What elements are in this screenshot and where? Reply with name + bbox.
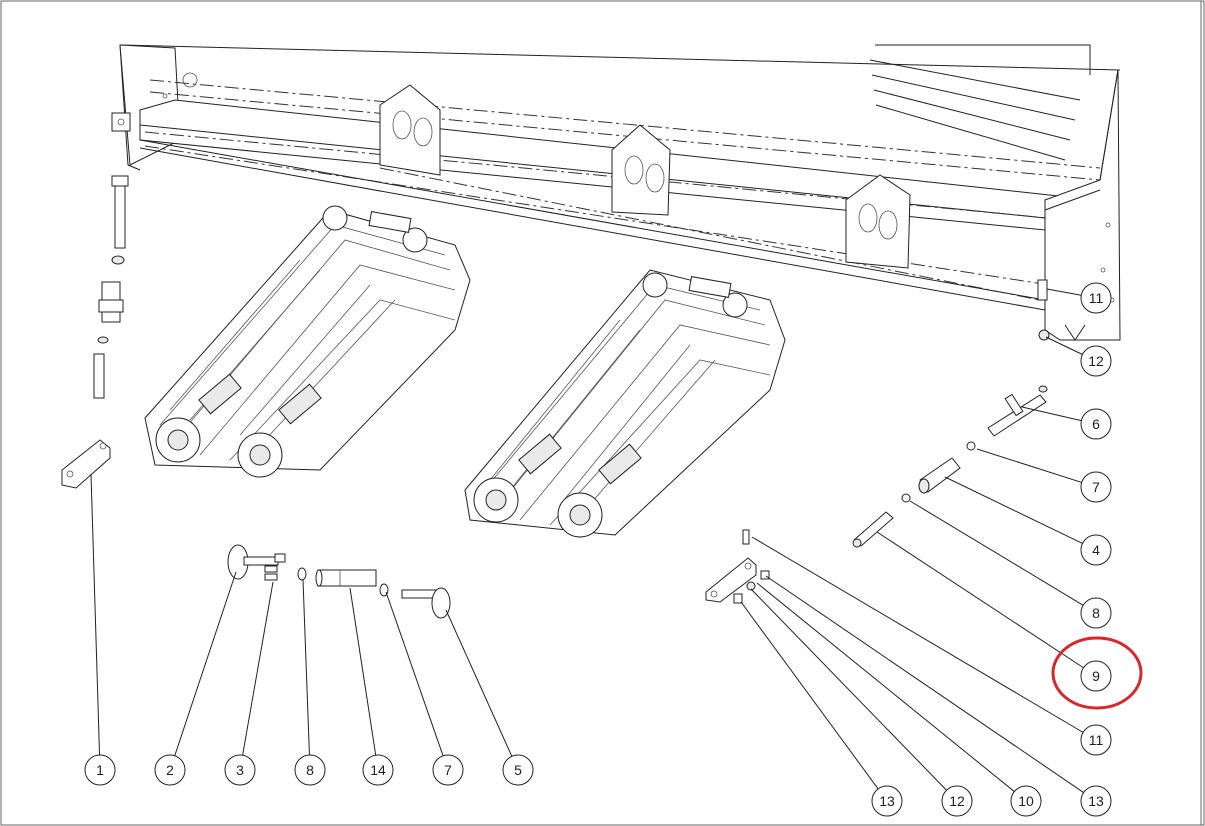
right-conveyor-assembly xyxy=(464,269,786,538)
leader-line-c10 xyxy=(756,582,1015,792)
left-conveyor-assembly xyxy=(144,205,471,478)
callout-label: 9 xyxy=(1092,668,1100,684)
leader-line-c5 xyxy=(445,609,513,757)
callout-c10: 10 xyxy=(1010,785,1042,817)
callout-c4: 4 xyxy=(1080,534,1112,566)
callout-c12a: 12 xyxy=(1080,345,1112,377)
callout-c2: 2 xyxy=(154,754,186,786)
leader-line-c2 xyxy=(174,571,237,756)
callout-c6: 6 xyxy=(1080,408,1112,440)
callout-balloon xyxy=(432,754,464,786)
callout-c8a: 8 xyxy=(1080,597,1112,629)
leader-line-c8a xyxy=(909,500,1084,606)
callout-balloon xyxy=(1080,345,1112,377)
callout-balloon xyxy=(1080,471,1112,503)
callout-c7b: 7 xyxy=(432,754,464,786)
callout-c3: 3 xyxy=(224,754,256,786)
leader-line-c9 xyxy=(876,531,1084,669)
leader-line-c4 xyxy=(944,476,1083,544)
left-pin-stack xyxy=(61,175,129,489)
leader-line-c12a xyxy=(1045,336,1083,355)
callout-c12b: 12 xyxy=(941,785,973,817)
highlight-circle xyxy=(1051,636,1143,710)
leader-line-c1 xyxy=(90,473,101,756)
callout-balloon xyxy=(871,785,903,817)
callout-balloon xyxy=(502,754,534,786)
callout-label: 2 xyxy=(166,762,174,778)
callout-c11a: 11 xyxy=(1080,282,1112,314)
callout-label: 5 xyxy=(514,762,522,778)
callout-c13a: 13 xyxy=(871,785,903,817)
callout-balloon xyxy=(1080,408,1112,440)
leader-line-c13a xyxy=(740,601,879,790)
callout-label: 7 xyxy=(1092,479,1100,495)
callout-balloon xyxy=(224,754,256,786)
callout-balloon xyxy=(1080,534,1112,566)
callout-balloon xyxy=(1080,282,1112,314)
callout-c5: 5 xyxy=(502,754,534,786)
callout-label: 11 xyxy=(1089,290,1104,306)
leader-line-c11a xyxy=(1046,288,1082,296)
leader-line-c14 xyxy=(349,587,377,756)
leader-line-c13b xyxy=(765,575,1084,793)
callout-label: 14 xyxy=(370,762,386,778)
bottom-left-exploded-parts xyxy=(227,544,451,619)
callout-label: 11 xyxy=(1089,732,1104,748)
callout-c7a: 7 xyxy=(1080,471,1112,503)
callout-balloon xyxy=(941,785,973,817)
callout-label: 13 xyxy=(879,793,895,809)
callout-label: 10 xyxy=(1018,793,1034,809)
callout-c8b: 8 xyxy=(294,754,326,786)
callout-label: 12 xyxy=(949,793,965,809)
callout-label: 12 xyxy=(1088,353,1104,369)
callout-balloon xyxy=(1080,785,1112,817)
callout-balloon xyxy=(1010,785,1042,817)
callout-label: 13 xyxy=(1088,793,1104,809)
leader-line-c8b xyxy=(302,579,310,756)
right-exploded-parts xyxy=(705,385,1048,604)
callout-balloon xyxy=(1080,660,1112,692)
leader-line-c7b xyxy=(385,591,444,756)
callout-c11b: 11 xyxy=(1080,724,1112,756)
leader-lines xyxy=(90,288,1084,793)
callout-c14: 14 xyxy=(362,754,394,786)
leader-line-c3 xyxy=(242,581,274,756)
callout-balloon xyxy=(362,754,394,786)
callout-balloon xyxy=(1080,724,1112,756)
header-frame xyxy=(111,44,1121,341)
callout-balloon xyxy=(1080,597,1112,629)
callout-label: 4 xyxy=(1092,542,1100,558)
callout-balloon xyxy=(154,754,186,786)
callout-c1: 1 xyxy=(84,754,116,786)
callout-label: 6 xyxy=(1092,416,1100,432)
callout-label: 3 xyxy=(236,762,244,778)
callout-c9: 9 xyxy=(1080,660,1112,692)
leader-line-c6 xyxy=(1021,406,1082,422)
callout-label: 7 xyxy=(444,762,452,778)
callout-label: 1 xyxy=(96,762,104,778)
leader-line-c7a xyxy=(976,448,1082,483)
callout-balloon xyxy=(84,754,116,786)
callout-label: 8 xyxy=(1092,605,1100,621)
callout-c13b: 13 xyxy=(1080,785,1112,817)
leader-line-c12b xyxy=(750,588,947,791)
leader-line-c11b xyxy=(751,536,1084,733)
callout-balloon xyxy=(294,754,326,786)
callout-label: 8 xyxy=(306,762,314,778)
